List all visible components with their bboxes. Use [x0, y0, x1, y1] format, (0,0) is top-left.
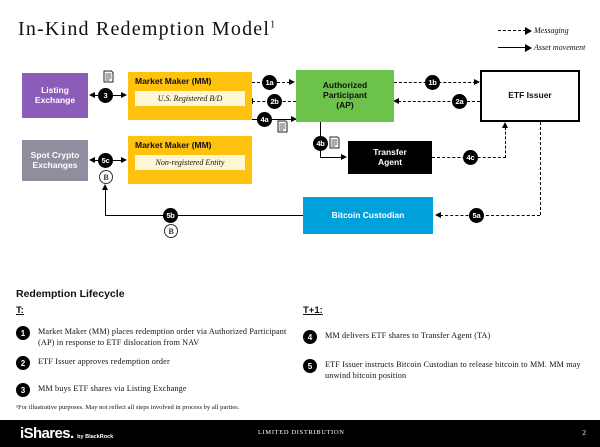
- lifecycle-step-5: 5 ETF Issuer instructs Bitcoin Custodian…: [303, 359, 591, 381]
- node-market-maker-nonregistered[interactable]: Market Maker (MM) Non-registered Entity: [128, 136, 252, 184]
- flow-badge-3[interactable]: 3: [98, 88, 113, 103]
- document-icon: [277, 120, 288, 133]
- flow-badge-5b[interactable]: 5b: [163, 208, 178, 223]
- flow-badge-4c[interactable]: 4c: [463, 150, 478, 165]
- connector-4b-horizontal: [320, 157, 342, 158]
- market-maker-1-title: Market Maker (MM): [135, 76, 212, 86]
- lifecycle-column-header-t1: T+1:: [303, 305, 323, 316]
- node-listing-exchange[interactable]: Listing Exchange: [22, 73, 88, 118]
- flow-badge-4a[interactable]: 4a: [257, 112, 272, 127]
- arrow-2a: [393, 97, 399, 104]
- brand-name: iShares: [20, 425, 71, 442]
- brand-byline: by BlackRock: [77, 434, 114, 440]
- ap-line3: (AP): [336, 99, 354, 110]
- step-text-1: Market Maker (MM) places redemption orde…: [38, 327, 287, 348]
- arrow-4a: [291, 115, 297, 122]
- step-text-3: MM buys ETF shares via Listing Exchange: [38, 384, 187, 393]
- step-number-4: 4: [303, 330, 317, 344]
- step-text-4: MM delivers ETF shares to Transfer Agent…: [325, 331, 491, 340]
- ap-line1: Authorized: [322, 80, 368, 91]
- flow-badge-5c[interactable]: 5c: [98, 153, 113, 168]
- bitcoin-custodian-label: Bitcoin Custodian: [331, 209, 405, 220]
- arrow-1b: [474, 78, 480, 85]
- flow-badge-1b[interactable]: 1b: [425, 75, 440, 90]
- connector-4a: [252, 119, 296, 120]
- arrow-5c-left: [89, 156, 95, 163]
- transfer-agent-line1: Transfer: [373, 146, 407, 157]
- lifecycle-step-2: 2 ETF Issuer approves redemption order: [16, 356, 288, 370]
- flow-badge-2a[interactable]: 2a: [452, 94, 467, 109]
- etf-issuer-label: ETF Issuer: [508, 90, 552, 101]
- node-bitcoin-custodian[interactable]: Bitcoin Custodian: [303, 197, 433, 234]
- page-title-text: In-Kind Redemption Model: [18, 18, 271, 40]
- page-title: In-Kind Redemption Model1: [18, 18, 275, 41]
- spot-crypto-line1: Spot Crypto: [30, 149, 80, 160]
- arrow-4b: [341, 153, 347, 160]
- legend: Messaging Asset movement: [498, 24, 596, 58]
- transfer-agent-line2: Agent: [377, 156, 403, 167]
- connector-5a-horizontal: [440, 215, 540, 216]
- arrow-3-left: [89, 91, 95, 98]
- page-number: 2: [582, 428, 586, 437]
- arrow-1a: [289, 78, 295, 85]
- listing-exchange-line1: Listing: [41, 84, 69, 95]
- step-number-1: 1: [16, 326, 30, 340]
- solid-arrow-icon: [498, 43, 534, 52]
- lifecycle-step-3: 3 MM buys ETF shares via Listing Exchang…: [16, 383, 288, 397]
- arrow-4c: [501, 122, 508, 128]
- spot-crypto-line2: Exchanges: [32, 159, 78, 170]
- market-maker-1-subtitle: U.S. Registered B/D: [135, 90, 245, 106]
- title-footnote-marker: 1: [270, 19, 276, 31]
- listing-exchange-line2: Exchange: [34, 94, 76, 105]
- node-etf-issuer[interactable]: ETF Issuer: [480, 70, 580, 122]
- dashed-arrow-icon: [498, 26, 534, 35]
- arrow-5c-right: [121, 156, 127, 163]
- node-spot-crypto-exchanges[interactable]: Spot Crypto Exchanges: [22, 140, 88, 181]
- document-icon: [329, 136, 340, 149]
- ishares-logo: iShares . by BlackRock: [20, 425, 113, 442]
- connector-5b-vertical: [105, 190, 106, 216]
- step-text-2: ETF Issuer approves redemption order: [38, 357, 170, 366]
- lifecycle-heading: Redemption Lifecycle: [16, 288, 125, 300]
- ap-line2: Participant: [323, 90, 367, 101]
- connector-2a: [398, 101, 480, 102]
- document-icon: [103, 70, 114, 83]
- lifecycle-step-4: 4 MM delivers ETF shares to Transfer Age…: [303, 330, 591, 344]
- node-market-maker-registered[interactable]: Market Maker (MM) U.S. Registered B/D: [128, 72, 252, 120]
- footer-distribution-label: LIMITED DISTRIBUTION: [258, 429, 345, 436]
- footer-bar: iShares . by BlackRock LIMITED DISTRIBUT…: [0, 420, 600, 447]
- bitcoin-icon: B: [164, 224, 178, 238]
- node-transfer-agent[interactable]: Transfer Agent: [348, 141, 432, 174]
- connector-5b-horizontal: [105, 215, 303, 216]
- legend-label-messaging: Messaging: [534, 26, 569, 35]
- step-number-5: 5: [303, 359, 317, 373]
- market-maker-2-subtitle: Non-registered Entity: [135, 154, 245, 170]
- bitcoin-icon: B: [99, 170, 113, 184]
- connector-4c-vertical: [505, 127, 506, 158]
- arrow-5a: [435, 211, 441, 218]
- step-text-5: ETF Issuer instructs Bitcoin Custodian t…: [325, 360, 581, 381]
- arrow-3-right: [121, 91, 127, 98]
- lifecycle-column-header-t: T:: [16, 305, 24, 316]
- legend-item-asset-movement: Asset movement: [498, 41, 596, 54]
- step-number-2: 2: [16, 356, 30, 370]
- flow-badge-2b[interactable]: 2b: [267, 94, 282, 109]
- step-number-3: 3: [16, 383, 30, 397]
- connector-5a-vertical: [540, 122, 541, 215]
- node-authorized-participant[interactable]: Authorized Participant (AP): [296, 70, 394, 122]
- lifecycle-step-1: 1 Market Maker (MM) places redemption or…: [16, 326, 288, 348]
- flow-badge-4b[interactable]: 4b: [313, 136, 328, 151]
- market-maker-2-title: Market Maker (MM): [135, 140, 212, 150]
- flow-badge-5a[interactable]: 5a: [469, 208, 484, 223]
- legend-label-asset-movement: Asset movement: [534, 43, 586, 52]
- flow-badge-1a[interactable]: 1a: [262, 75, 277, 90]
- arrow-5b: [101, 184, 108, 190]
- legend-item-messaging: Messaging: [498, 24, 596, 37]
- footnote: ¹For illustrative purposes. May not refl…: [16, 404, 240, 411]
- brand-dot: .: [70, 425, 75, 442]
